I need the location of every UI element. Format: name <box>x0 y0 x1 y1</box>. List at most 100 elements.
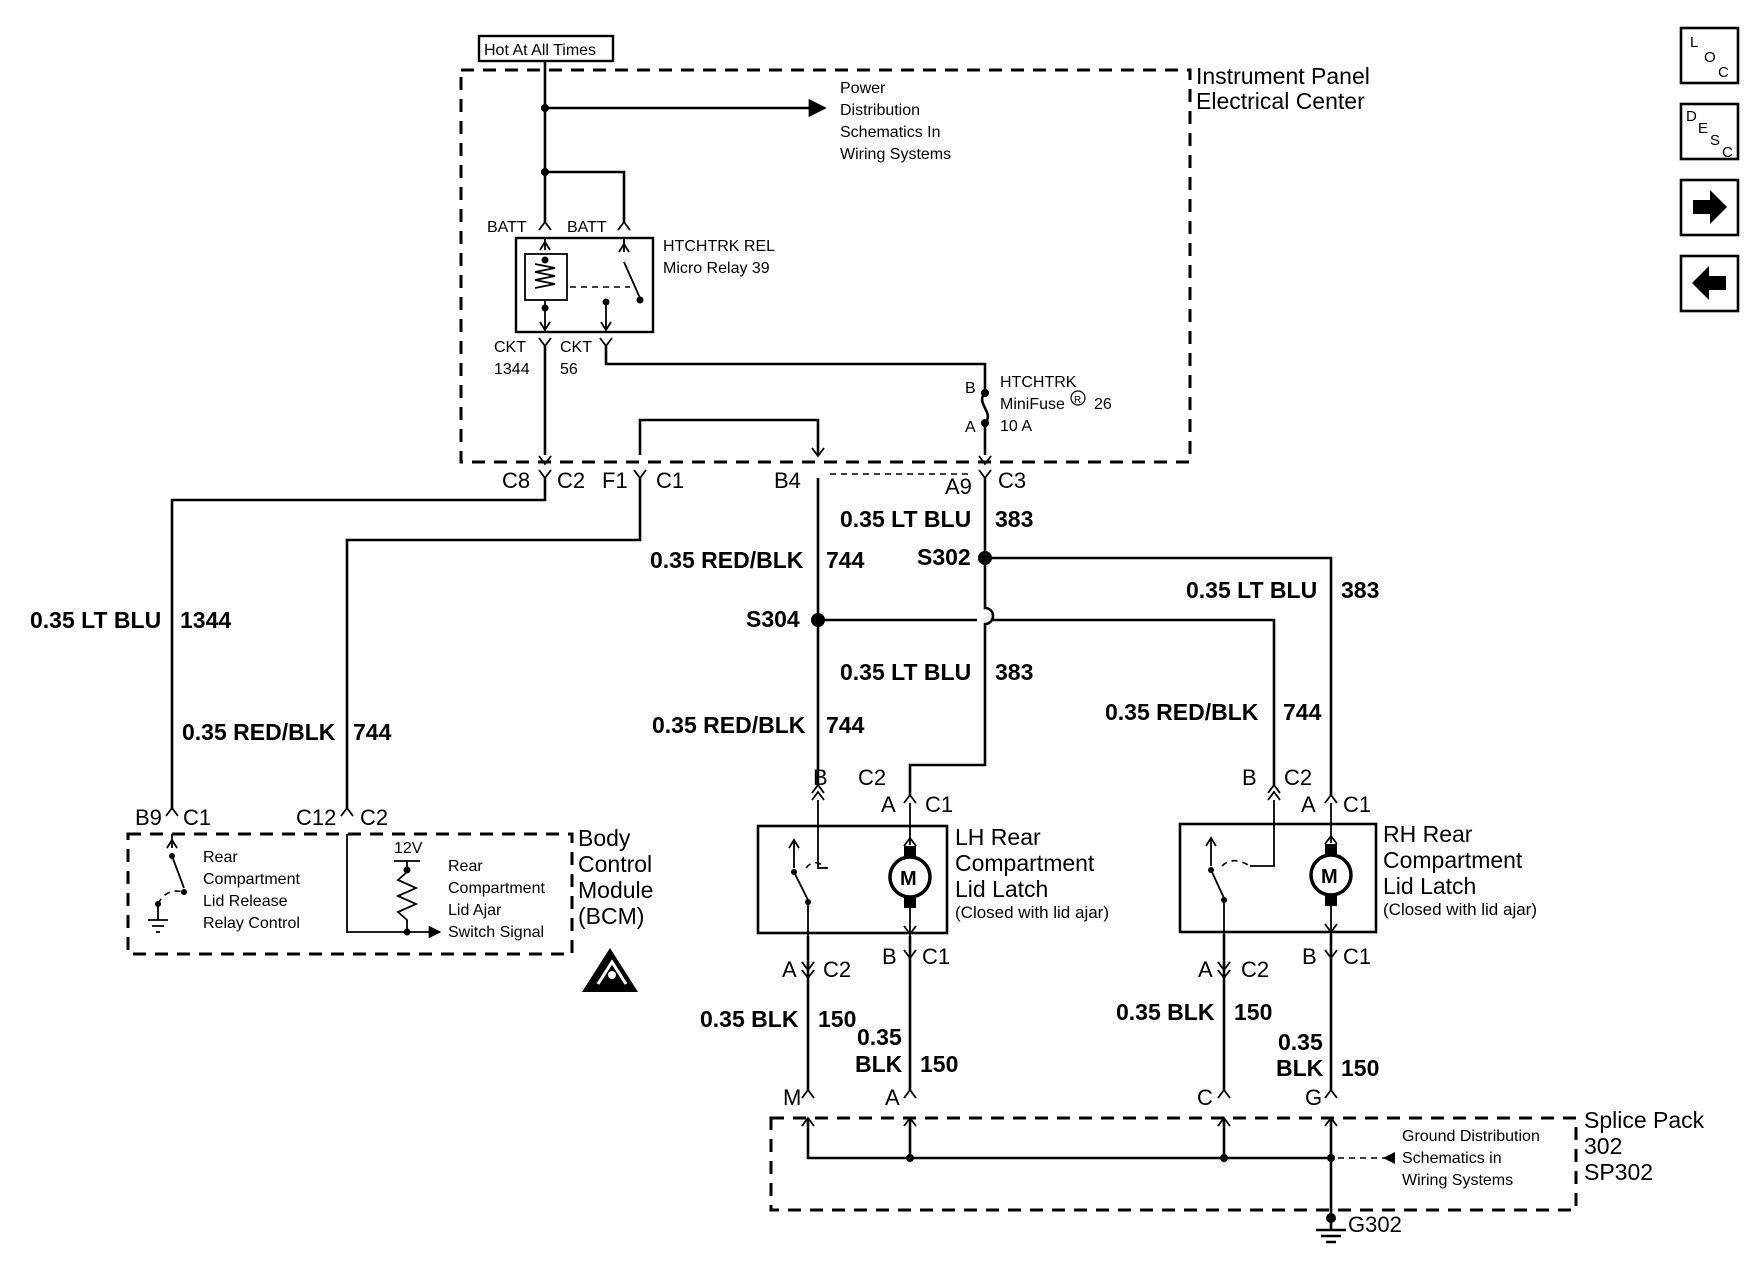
bcm-pin-c12: C12 <box>296 805 336 830</box>
bcm-sw-1: Rear <box>203 849 238 866</box>
hot-at-all-times-label: Hot At All Times <box>477 34 615 63</box>
rh-gnd-1-num: 150 <box>1234 999 1272 1025</box>
registered-mark: R <box>1074 395 1081 406</box>
svg-text:C: C <box>1718 64 1729 81</box>
conn-c2: C2 <box>557 468 585 493</box>
lh-pin-a: A <box>881 792 896 817</box>
svg-text:O: O <box>1704 49 1716 66</box>
svg-text:Hot At All Times: Hot At All Times <box>484 42 596 59</box>
fuse-label-2: MiniFuse <box>1000 396 1065 413</box>
gnd-dist-1: Ground Distribution <box>1402 1128 1540 1145</box>
conn-a9: A9 <box>945 474 972 499</box>
rh-gnd-2-a: 0.35 <box>1278 1029 1323 1055</box>
wire-744-bcm-label: 0.35 RED/BLK <box>182 719 336 745</box>
lh-gnd-2-num: 150 <box>920 1051 958 1077</box>
lh-pin-c1: C1 <box>925 792 953 817</box>
svg-text:S: S <box>1710 132 1720 149</box>
power-dist-3: Schematics In <box>840 124 940 141</box>
gnd-dist-3: Wiring Systems <box>1402 1172 1513 1189</box>
wire-1344-num: 1344 <box>180 607 231 633</box>
rh-gnd-2-num: 150 <box>1341 1055 1379 1081</box>
power-dist-2: Distribution <box>840 102 920 119</box>
rh-title-3: Lid Latch <box>1383 873 1476 899</box>
gnd-dist-2: Schematics in <box>1402 1150 1502 1167</box>
svg-text:E: E <box>1698 120 1708 137</box>
conn-c3: C3 <box>998 468 1026 493</box>
lh-bot-pin-b: B <box>882 944 897 969</box>
splice-pin-m: M <box>783 1085 801 1110</box>
ipec-title-1: Instrument Panel <box>1196 63 1370 89</box>
ipec-boundary <box>459 68 1192 464</box>
lh-pin-b: B <box>813 765 828 790</box>
lh-pin-c2: C2 <box>858 765 886 790</box>
rh-title-1: RH Rear <box>1383 821 1473 847</box>
ckt-56-b: 56 <box>560 361 578 378</box>
lh-title-2: Compartment <box>955 850 1095 876</box>
conn-c8: C8 <box>502 468 530 493</box>
loc-button[interactable]: L O C <box>1679 26 1740 85</box>
bcm-sw-3: Lid Release <box>203 893 288 910</box>
lh-bot-pin-c2: C2 <box>823 957 851 982</box>
ipec-title-2: Electrical Center <box>1196 88 1365 114</box>
rh-pin-a: A <box>1301 792 1316 817</box>
ckt-1344-b: 1344 <box>494 361 530 378</box>
rh-bot-pin-b: B <box>1302 944 1317 969</box>
relay-label-2: Micro Relay 39 <box>663 260 770 277</box>
bcm-title-1: Body <box>578 825 631 851</box>
svg-text:C: C <box>1722 144 1733 161</box>
rh-pin-c2: C2 <box>1284 765 1312 790</box>
prev-page-button[interactable] <box>1679 254 1740 313</box>
lh-title-1: LH Rear <box>955 824 1041 850</box>
bcm-pin-c2: C2 <box>360 805 388 830</box>
lh-gnd-1-num: 150 <box>818 1006 856 1032</box>
fuse-number: 26 <box>1094 396 1112 413</box>
bcm-title-3: Module <box>578 877 653 903</box>
bcm-aj-4: Switch Signal <box>448 924 544 941</box>
lh-bot-pin-c1: C1 <box>922 944 950 969</box>
relay-label-1: HTCHTRK REL <box>663 238 775 255</box>
lh-gnd-1-label: 0.35 BLK <box>700 1006 799 1032</box>
esd-warning-icon <box>582 948 638 992</box>
conn-f1: F1 <box>602 468 628 493</box>
conn-c1: C1 <box>656 468 684 493</box>
bcm-sw-4: Relay Control <box>203 915 300 932</box>
bcm-aj-2: Compartment <box>448 880 545 897</box>
ground-g302-label: G302 <box>1348 1212 1402 1237</box>
lh-gnd-2-b: BLK <box>855 1051 903 1077</box>
ground-g302-icon <box>1316 1213 1346 1244</box>
wire-744-b4-num: 744 <box>826 547 865 573</box>
rh-bot-pin-a: A <box>1198 957 1213 982</box>
lh-bot-pin-a: A <box>782 957 797 982</box>
wire-744-rh-num: 744 <box>1283 699 1322 725</box>
svg-text:L: L <box>1690 34 1698 51</box>
splice-title-1: Splice Pack <box>1584 1107 1705 1133</box>
rh-title-4: (Closed with lid ajar) <box>1383 900 1537 919</box>
description-icon: D E S C <box>1686 108 1733 161</box>
splice-title-2: 302 <box>1584 1133 1622 1159</box>
rh-latch-module: M <box>1178 800 1378 934</box>
conn-b4: B4 <box>774 468 801 493</box>
rh-pin-b: B <box>1242 765 1257 790</box>
arrow-left-icon <box>1692 266 1726 300</box>
rh-gnd-2-b: BLK <box>1276 1055 1324 1081</box>
desc-button[interactable]: D E S C <box>1679 102 1740 161</box>
wire-1344-label: 0.35 LT BLU <box>30 607 161 633</box>
location-icon: L O C <box>1690 34 1729 81</box>
fuse-pin-b: B <box>965 380 976 397</box>
splice-pin-a: A <box>885 1085 900 1110</box>
ckt-1344-a: CKT <box>494 339 526 356</box>
wire-744-bcm-num: 744 <box>353 719 392 745</box>
wire-383-lh-num: 383 <box>995 659 1033 685</box>
splice-title-3: SP302 <box>1584 1159 1653 1185</box>
next-page-button[interactable] <box>1679 178 1740 237</box>
bcm-12v: 12V <box>394 840 423 857</box>
splice-pack-boundary <box>769 1116 1578 1212</box>
rh-pin-c1: C1 <box>1343 792 1371 817</box>
ckt-56-a: CKT <box>560 339 592 356</box>
rh-bot-pin-c1: C1 <box>1343 944 1371 969</box>
batt-label-1: BATT <box>487 219 527 236</box>
wire-744-b4-label: 0.35 RED/BLK <box>650 547 804 573</box>
rh-bot-pin-c2: C2 <box>1241 957 1269 982</box>
fuse-pin-a: A <box>965 419 976 436</box>
bcm-boundary <box>126 832 574 956</box>
